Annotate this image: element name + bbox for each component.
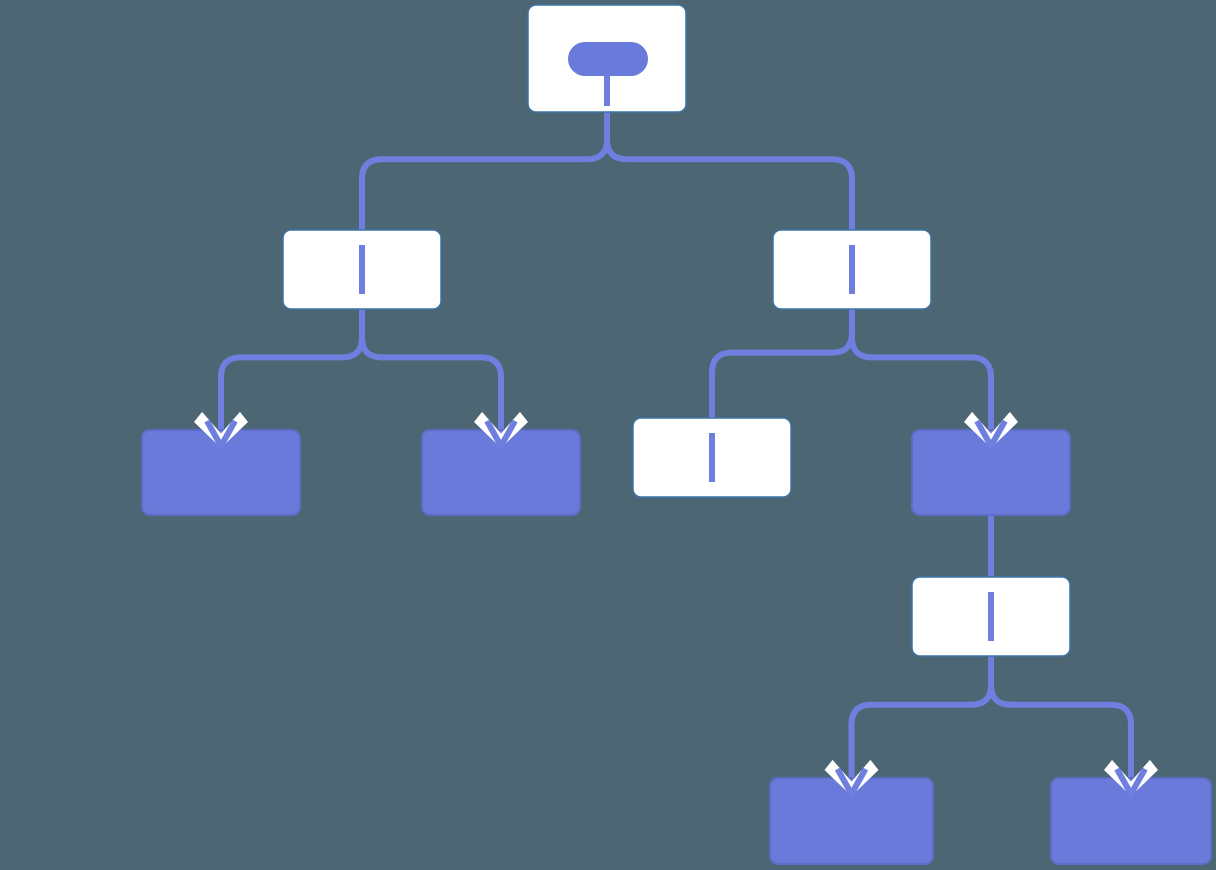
connector-layer: [218, 98, 1134, 788]
level3-node-b-body: [421, 429, 581, 516]
root-pill-badge[interactable]: [568, 42, 648, 76]
arrowtip-edge-level2left-to-a: [204, 419, 238, 449]
edge-level2left-to-b: [359, 295, 504, 440]
level5-right-node[interactable]: [1050, 777, 1212, 865]
level3-node-d[interactable]: [911, 429, 1071, 516]
level5-left-node[interactable]: [769, 777, 934, 865]
arrowhead-layer: [194, 411, 1158, 797]
edge-root-to-level2-right: [604, 98, 855, 244]
arrowtip-edge-level2right-to-d: [974, 419, 1008, 449]
arrowtip-edge-level4-to-right: [1114, 767, 1148, 797]
level5-left-node-body: [769, 777, 934, 865]
node-layer: [141, 4, 1212, 865]
level3-node-d-body: [911, 429, 1071, 516]
level3-node-a[interactable]: [141, 429, 301, 516]
edge-level4-to-right: [988, 642, 1134, 788]
root-node[interactable]: [527, 4, 687, 113]
edge-level2right-to-d: [849, 295, 994, 440]
level3-node-b[interactable]: [421, 429, 581, 516]
level5-right-node-body: [1050, 777, 1212, 865]
level3-node-a-body: [141, 429, 301, 516]
arrowtip-edge-level2left-to-b: [484, 419, 518, 449]
arrowtip-edge-level4-to-left: [834, 767, 869, 797]
